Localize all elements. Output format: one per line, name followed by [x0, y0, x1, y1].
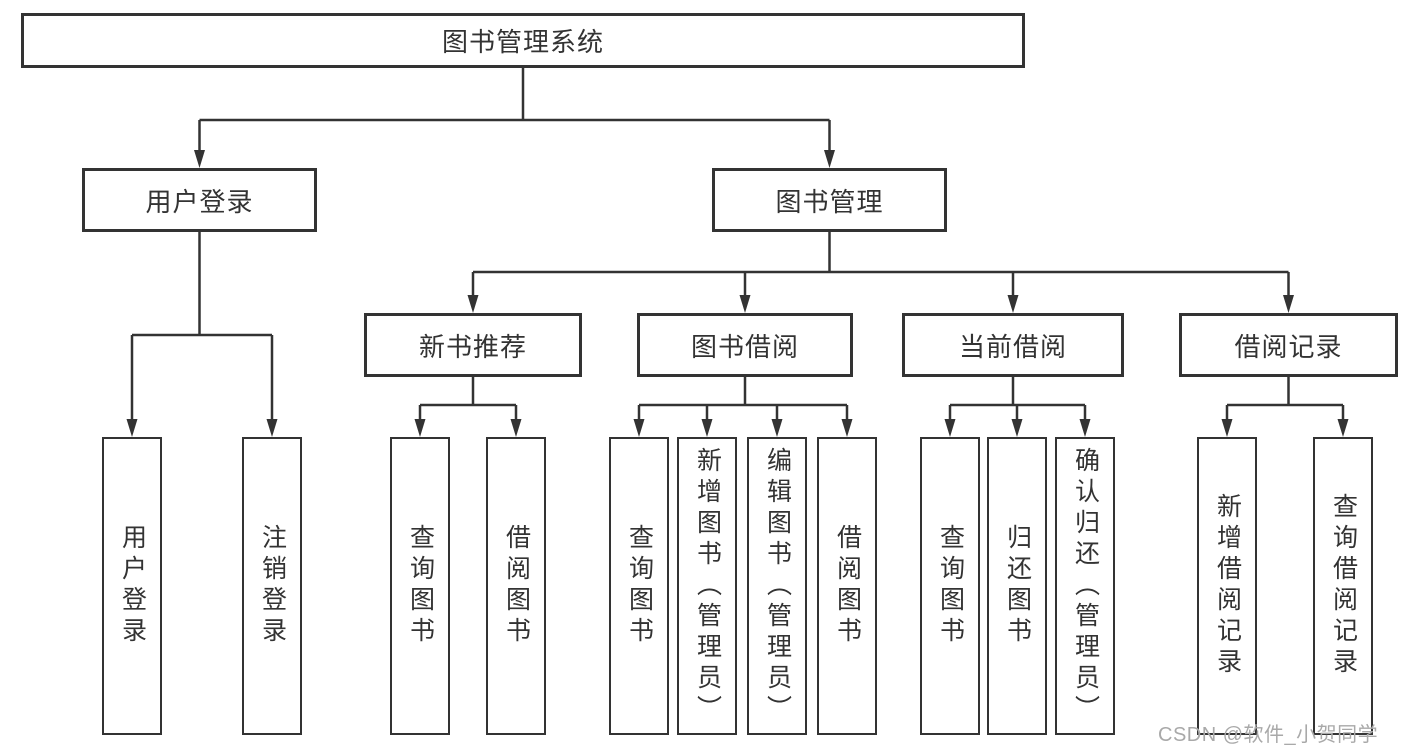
leaf-add-borrow-record: 新增借阅记录: [1197, 437, 1257, 735]
leaf-borrow-books: 借阅图书: [817, 437, 877, 735]
node-book-management: 图书管理: [712, 168, 947, 232]
node-borrowing-records-label: 借阅记录: [1234, 331, 1343, 362]
leaf-current-query-books: 查询图书: [920, 437, 980, 735]
leaf-query-borrow-record-label: 查询借阅记录: [1329, 493, 1358, 679]
leaf-add-book-admin: 新增图书（管理员）: [677, 437, 737, 735]
leaf-user-login-label: 用户登录: [118, 524, 147, 648]
leaf-query-borrow-record: 查询借阅记录: [1313, 437, 1373, 735]
leaf-current-query-books-label: 查询图书: [936, 524, 965, 648]
leaf-borrow-query-books: 查询图书: [609, 437, 669, 735]
node-new-book-recommend-label: 新书推荐: [418, 331, 527, 362]
watermark: CSDN @软件_小贺同学: [1158, 724, 1379, 746]
leaf-rec-query-books-label: 查询图书: [406, 524, 435, 648]
leaf-add-borrow-record-label: 新增借阅记录: [1213, 493, 1242, 679]
node-root-label: 图书管理系统: [441, 27, 604, 57]
node-new-book-recommend: 新书推荐: [364, 313, 582, 377]
leaf-confirm-return-admin: 确认归还（管理员）: [1055, 437, 1115, 735]
leaf-return-book: 归还图书: [987, 437, 1047, 735]
node-book-borrowing-label: 图书借阅: [690, 331, 799, 362]
leaf-return-book-label: 归还图书: [1003, 524, 1032, 648]
node-current-borrowing: 当前借阅: [902, 313, 1124, 377]
leaf-borrow-books-label: 借阅图书: [833, 524, 862, 648]
leaf-logout-label: 注销登录: [258, 524, 287, 648]
node-user-login-label: 用户登录: [145, 186, 254, 217]
node-root: 图书管理系统: [21, 13, 1025, 68]
leaf-rec-query-books: 查询图书: [390, 437, 450, 735]
leaf-add-book-admin-label: 新增图书（管理员）: [693, 446, 722, 726]
node-user-login: 用户登录: [82, 168, 317, 232]
leaf-confirm-return-admin-label: 确认归还（管理员）: [1071, 446, 1100, 726]
node-book-borrowing: 图书借阅: [637, 313, 853, 377]
leaf-edit-book-admin: 编辑图书（管理员）: [747, 437, 807, 735]
leaf-logout: 注销登录: [242, 437, 302, 735]
node-book-management-label: 图书管理: [775, 186, 884, 217]
leaf-rec-borrow-books-label: 借阅图书: [502, 524, 531, 648]
leaf-edit-book-admin-label: 编辑图书（管理员）: [763, 446, 792, 726]
node-current-borrowing-label: 当前借阅: [958, 331, 1067, 362]
leaf-borrow-query-books-label: 查询图书: [625, 524, 654, 648]
node-borrowing-records: 借阅记录: [1179, 313, 1398, 377]
leaf-rec-borrow-books: 借阅图书: [486, 437, 546, 735]
leaf-user-login: 用户登录: [102, 437, 162, 735]
